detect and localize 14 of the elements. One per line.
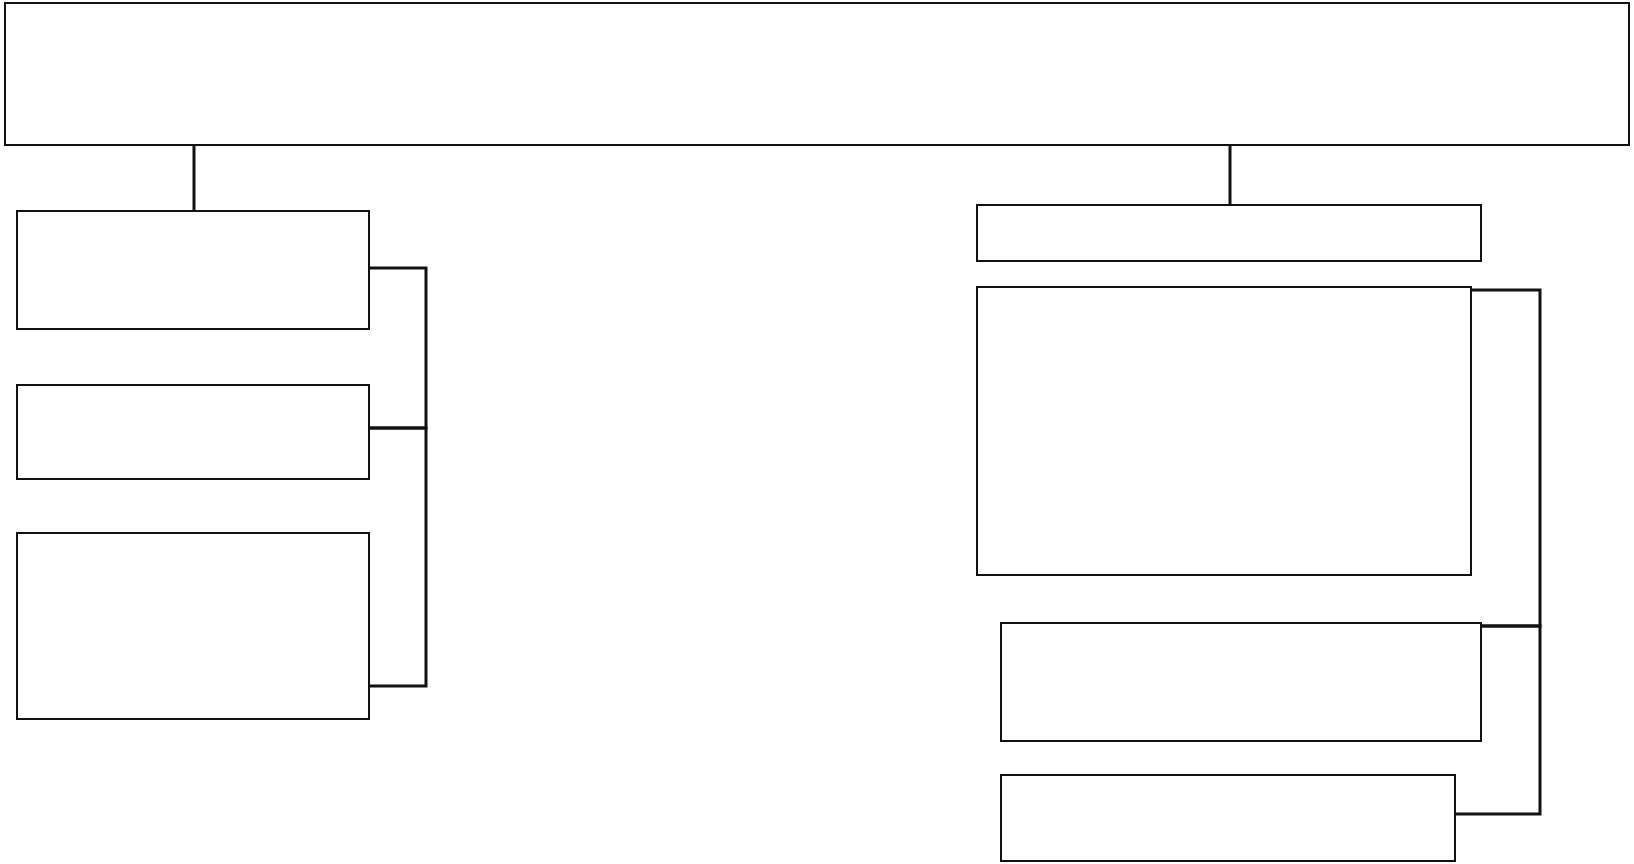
connector-line	[192, 146, 196, 210]
empty-box	[4, 2, 1630, 146]
empty-box	[976, 286, 1472, 576]
empty-box	[16, 210, 370, 330]
empty-box	[1000, 774, 1456, 862]
connector-line	[1472, 288, 1542, 628]
connector-line	[1228, 146, 1232, 204]
connector-line	[370, 266, 428, 430]
empty-box	[976, 204, 1482, 262]
empty-box	[1000, 622, 1482, 742]
connector-line	[370, 426, 428, 688]
empty-box	[16, 532, 370, 720]
empty-box	[16, 384, 370, 480]
connector-line	[1456, 624, 1542, 816]
